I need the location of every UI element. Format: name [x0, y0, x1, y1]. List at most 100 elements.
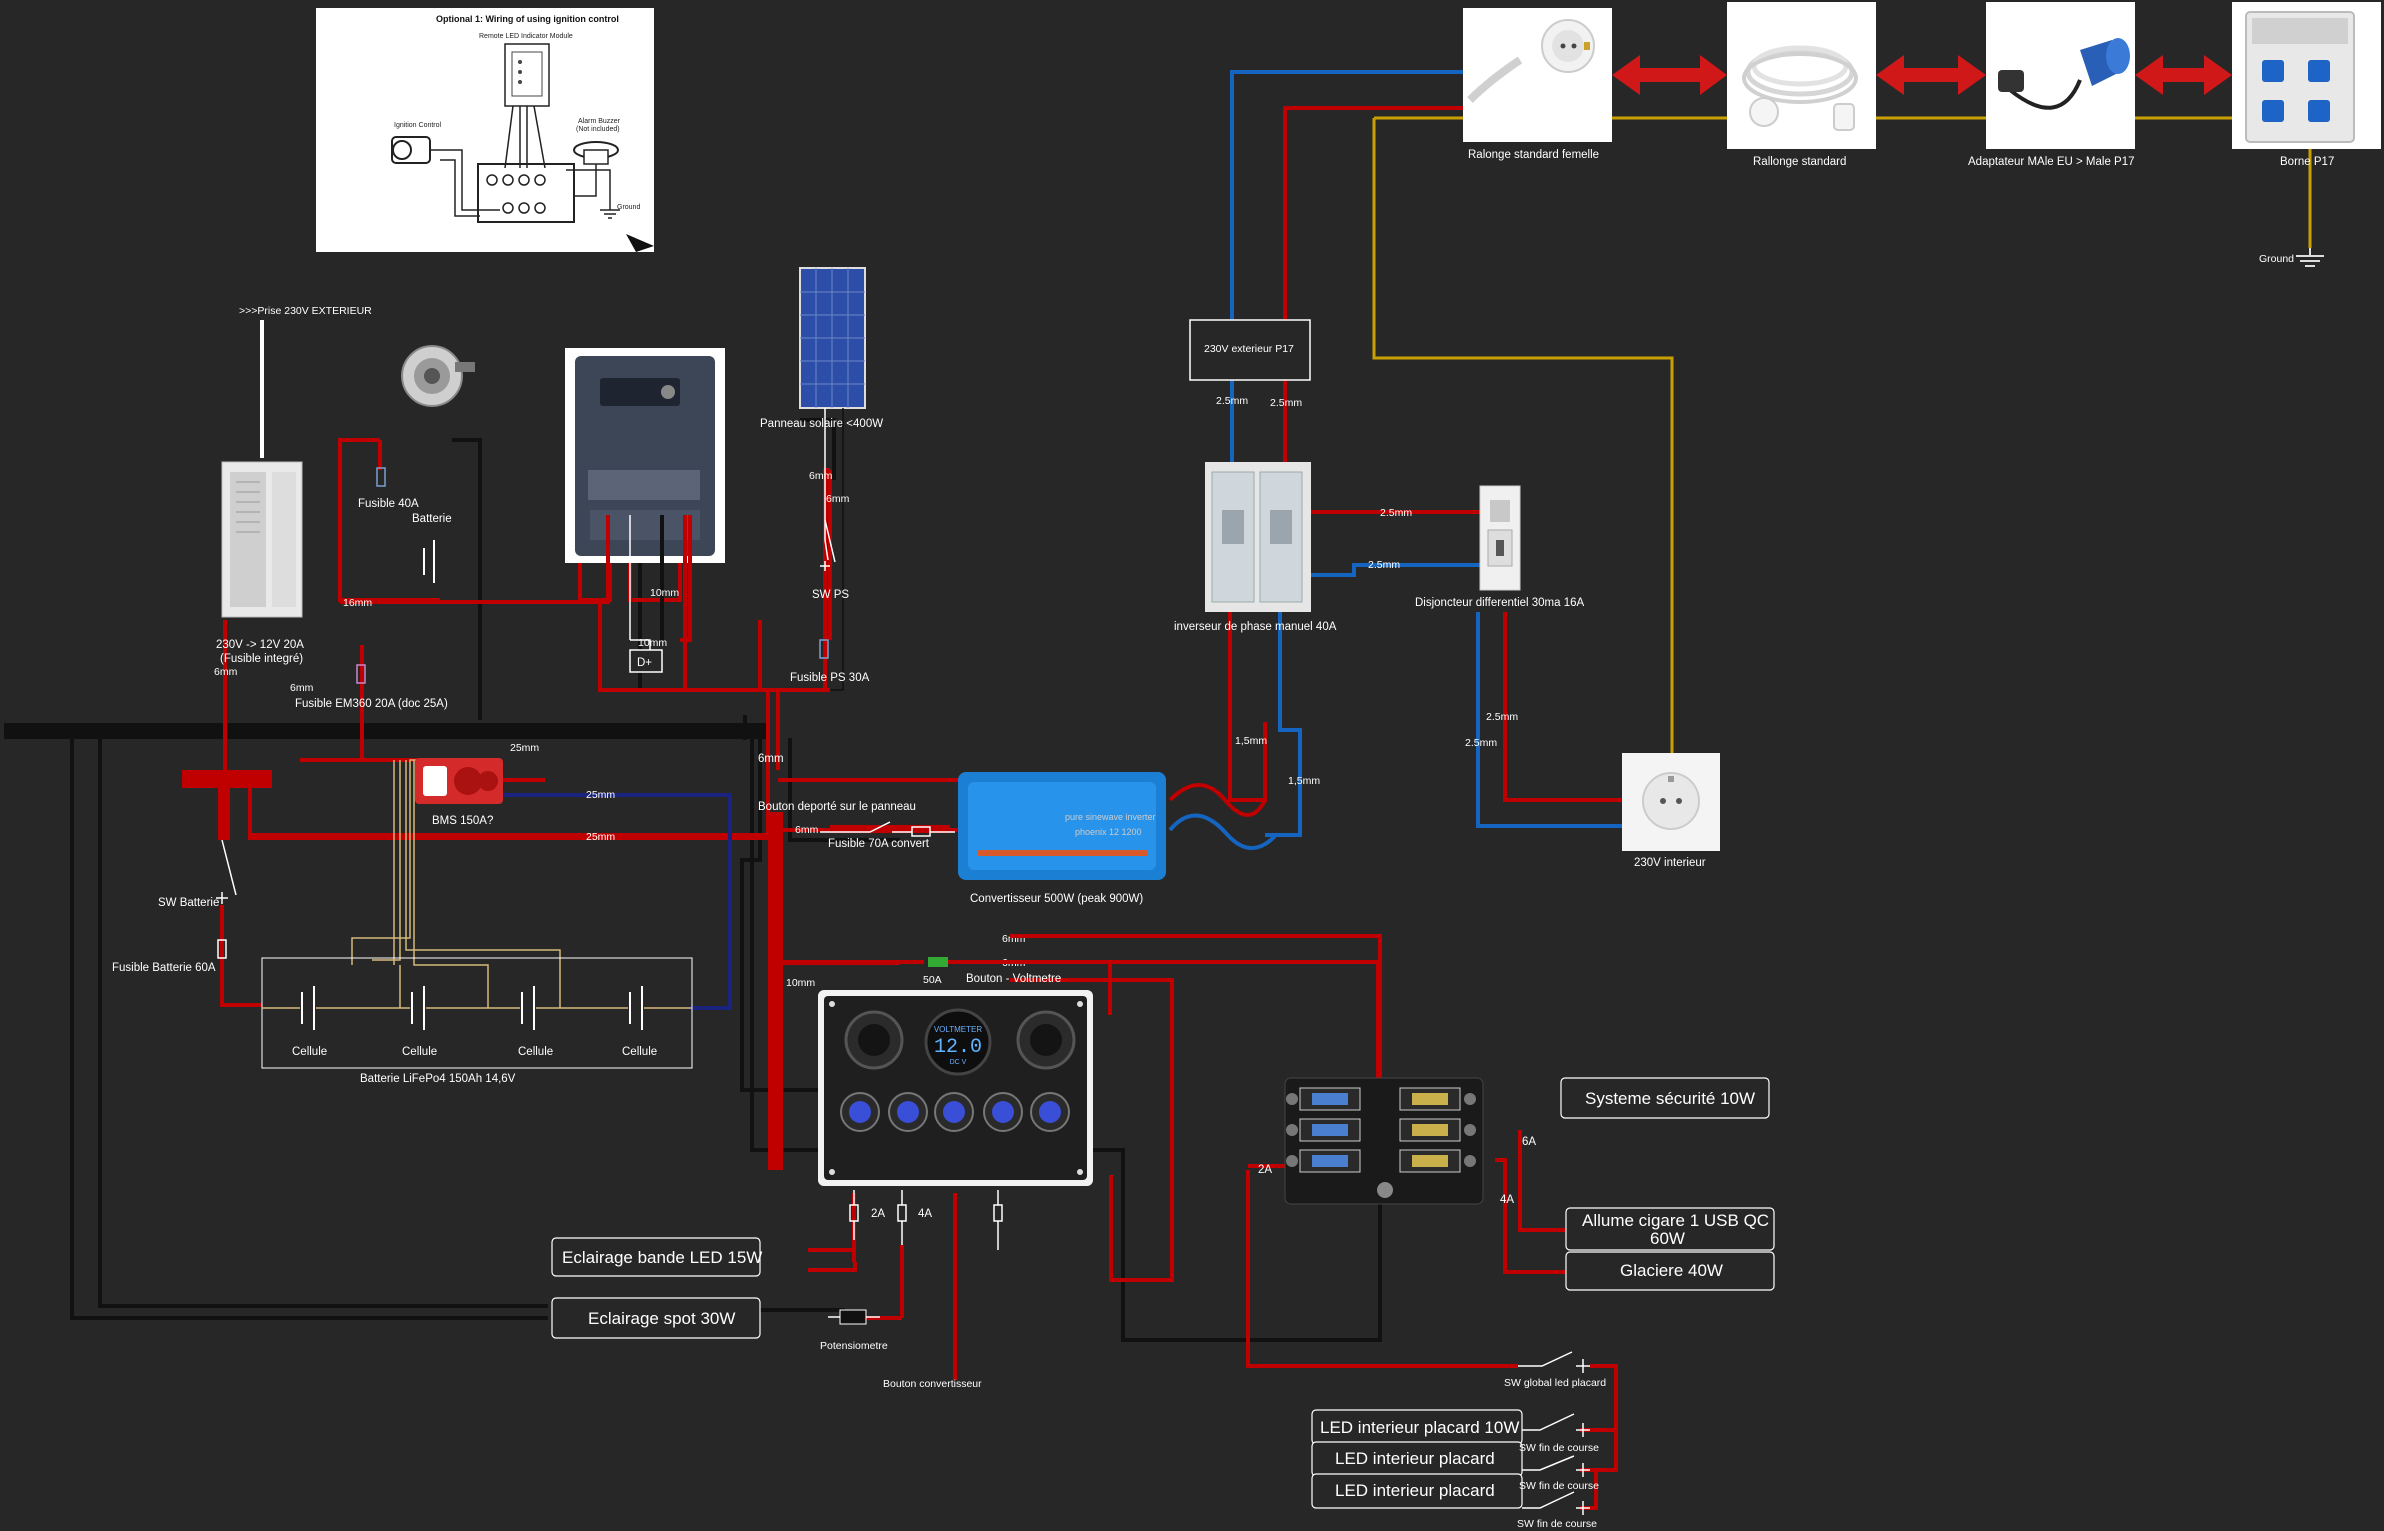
voltmeter-title: VOLTMETER	[934, 1025, 983, 1034]
led-placard-label-1: LED interieur placard	[1335, 1449, 1495, 1468]
inset-ground-label: Ground	[617, 204, 640, 211]
phase-inverter-label: inverseur de phase manuel 40A	[1174, 621, 1337, 633]
svg-text:phoenix 12 1200: phoenix 12 1200	[1075, 827, 1142, 837]
potentiometre-label: Potensiometre	[820, 1340, 888, 1352]
borne-p17	[2232, 2, 2381, 149]
bms-label: BMS 150A?	[432, 815, 493, 827]
d-plus-label: D+	[637, 657, 652, 669]
gauge-label: 10mm	[650, 587, 679, 599]
cell-label: Cellule	[292, 1046, 327, 1058]
batterie-label: Batterie	[412, 513, 452, 525]
borne-label: Borne P17	[2280, 156, 2334, 168]
cell-label: Cellule	[402, 1046, 437, 1058]
sw-batterie-label: SW Batterie	[158, 897, 219, 909]
fuse-4a-block-label: 4A	[1500, 1194, 1514, 1206]
fusible-batterie-label: Fusible Batterie 60A	[112, 962, 216, 974]
bms-wiring	[351, 740, 732, 1010]
inset-title: Optional 1: Wiring of using ignition con…	[436, 14, 619, 24]
solar-panel	[799, 267, 866, 409]
adapter	[1986, 2, 2135, 149]
svg-text:pure sinewave inverter: pure sinewave inverter	[1065, 812, 1156, 822]
converter-switch	[820, 821, 955, 837]
solar-panel-label: Panneau solaire <400W	[760, 418, 883, 430]
gauge-label: 16mm	[343, 597, 372, 609]
fuse-40a-icon	[376, 467, 386, 487]
gauge-label: 6mm	[214, 666, 238, 678]
gauge-label: 6mm	[795, 824, 819, 836]
voltmeter-unit: DC V	[950, 1059, 967, 1066]
voltmeter-reading: 12.0	[934, 1036, 982, 1059]
fuse-batterie-icon	[217, 939, 227, 959]
inverter-output-sine	[1168, 783, 1277, 851]
fuse-50a-label: 50A	[923, 974, 942, 986]
cell-label: Cellule	[622, 1046, 657, 1058]
eclairage-spot-label: Eclairage spot 30W	[588, 1309, 735, 1328]
fuse-block	[1284, 1077, 1484, 1205]
prise-ext-label: >>>Prise 230V EXTERIEUR	[239, 305, 372, 317]
fusible-em360-label: Fusible EM360 20A (doc 25A)	[295, 698, 448, 710]
led-placard-label-2: LED interieur placard	[1335, 1481, 1495, 1500]
sw-fin-course-label: SW fin de course	[1519, 1442, 1599, 1454]
bouton-convertisseur-label: Bouton convertisseur	[883, 1378, 982, 1390]
fuse-4a-label: 4A	[918, 1208, 932, 1220]
gauge-label: 10mm	[638, 637, 667, 649]
charger-label-line1: 230V -> 12V 20A	[216, 639, 304, 651]
charger-label-line2: (Fusible integré)	[220, 653, 303, 665]
allume-cigare-box	[1565, 1207, 1775, 1251]
bms-module	[415, 758, 503, 804]
batterie-symbol-icon	[423, 540, 435, 583]
d-plus-box	[629, 649, 663, 673]
panel-fuses	[849, 1190, 1003, 1250]
gauge-label: 2.5mm	[1486, 711, 1518, 723]
bouton-voltmetre-label: Bouton - Voltmetre	[966, 973, 1061, 985]
cell-label: Cellule	[518, 1046, 553, 1058]
ac-wiring	[1228, 70, 1640, 837]
mains-chain: Ground Ralonge standard femelle Rallonge…	[1372, 2, 2381, 760]
potentiometer-icon	[828, 1309, 880, 1325]
inset-buzzer-label: Alarm Buzzer	[578, 118, 621, 125]
gauge-label: 6mm	[290, 682, 314, 694]
led-placard-box-2	[1311, 1473, 1523, 1509]
mppt-wires	[340, 515, 830, 692]
gauge-label: 25mm	[586, 789, 615, 801]
switch-panel: VOLTMETER 12.0 DC V	[818, 990, 1093, 1186]
inset-buzzer-note: (Not included)	[576, 126, 620, 133]
fusible-40a-label: Fusible 40A	[358, 498, 419, 510]
p17-exterior-box	[1189, 319, 1311, 381]
systeme-securite-box	[1560, 1077, 1770, 1119]
alternator-icon	[401, 345, 475, 407]
gauge-label: 2.5mm	[1368, 559, 1400, 571]
fusible-ps-label: Fusible PS 30A	[790, 672, 870, 684]
sw-fin-course-switches	[1522, 1413, 1590, 1515]
gauge-label: 6mm	[809, 470, 833, 482]
inset-ignition-label: Ignition Control	[394, 122, 442, 129]
fuse-50a-icon	[928, 957, 948, 967]
gauge-label: 2.5mm	[1270, 397, 1302, 409]
rcd-breaker	[1479, 485, 1521, 591]
ground-symbol-icon	[2296, 248, 2324, 267]
gauge-label: 6mm	[758, 753, 784, 765]
fuse-em360-icon	[356, 664, 366, 684]
inset-colon: :	[318, 21, 322, 38]
interior-socket	[1622, 753, 1720, 851]
inset-module-label: Remote LED Indicator Module	[479, 33, 573, 40]
led-placard-10w-label: LED interieur placard 10W	[1320, 1418, 1519, 1437]
extension-socket-label: Ralonge standard femelle	[1468, 149, 1599, 161]
gauge-label: 2.5mm	[1465, 737, 1497, 749]
sw-global-label: SW global led placard	[1504, 1377, 1606, 1389]
sw-ps-switch	[820, 519, 836, 571]
gauge-label: 25mm	[510, 742, 539, 754]
gauge-label: 1,5mm	[1235, 735, 1267, 747]
fuse-ps-icon	[819, 639, 829, 659]
glaciere-box	[1565, 1251, 1775, 1291]
ground-label: Ground	[2259, 253, 2294, 265]
rcd-label: Disjoncteur differentiel 30ma 16A	[1415, 597, 1585, 609]
converter-box: pure sinewave inverter phoenix 12 1200	[958, 772, 1166, 880]
battery-pack: Cellule Cellule Cellule Cellule	[261, 957, 693, 1069]
p17-exterior-label: 230V exterieur P17	[1204, 343, 1294, 355]
ac-gauges: 2.5mm 2.5mm 2.5mm 2.5mm 2.5mm 2.5mm 1,5m…	[1216, 395, 1518, 787]
extension-reel	[1727, 2, 1876, 149]
bouton-deporte-label: Bouton deporté sur le panneau	[758, 801, 916, 813]
gauge-label: 2.5mm	[1380, 507, 1412, 519]
